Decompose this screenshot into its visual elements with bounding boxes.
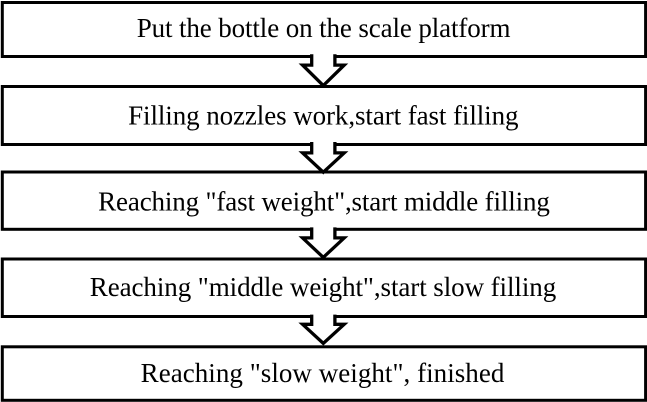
svg-text:Filling nozzles work,start fas: Filling nozzles work,start fast filling [128, 100, 518, 130]
svg-text:Reaching "middle weight",start: Reaching "middle weight",start slow fill… [90, 272, 556, 302]
svg-text:Reaching "fast weight",start m: Reaching "fast weight",start middle fill… [98, 187, 550, 217]
svg-text:Reaching "slow weight", finish: Reaching "slow weight", finished [141, 358, 505, 388]
svg-text:Put the bottle on the scale pl: Put the bottle on the scale platform [137, 13, 511, 43]
